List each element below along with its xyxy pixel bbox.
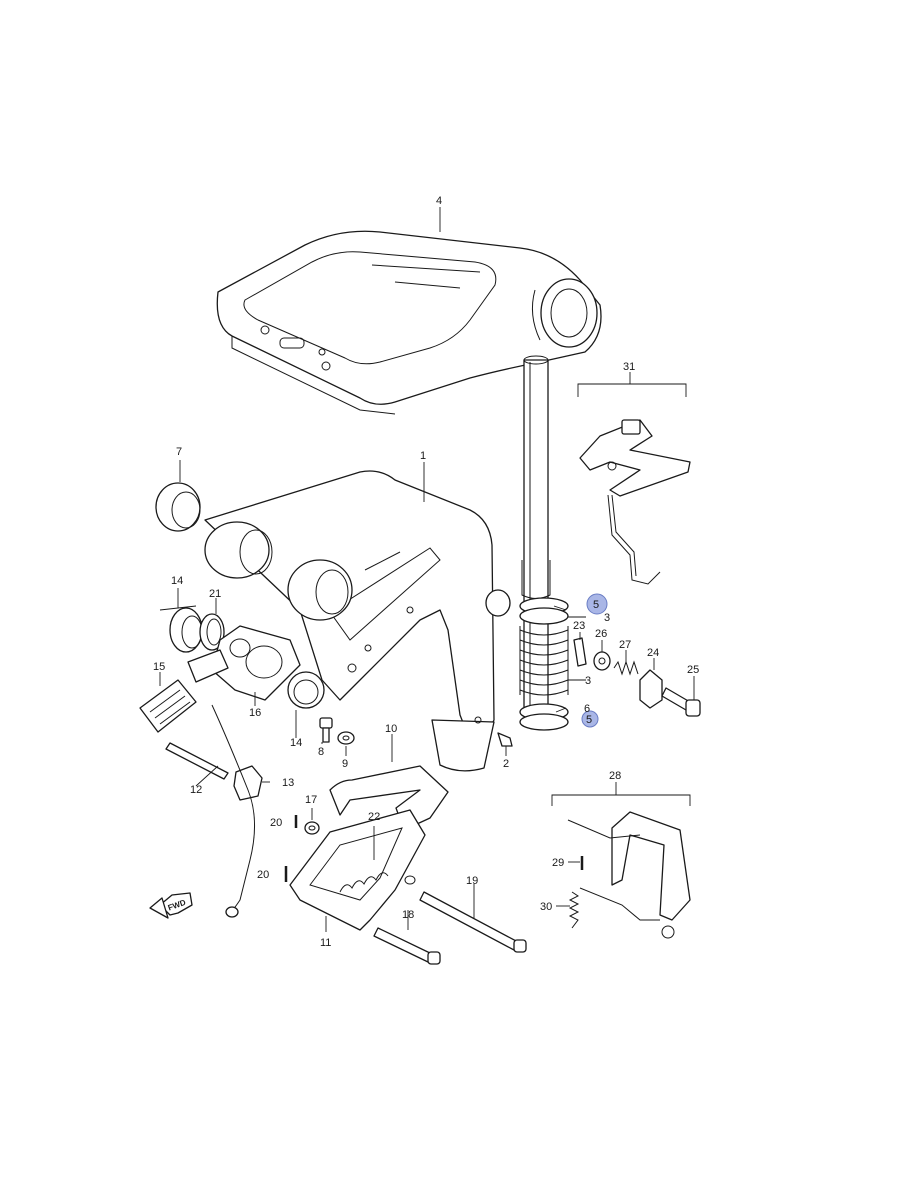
steering-shaft <box>521 355 551 711</box>
label-part-1: 1 <box>420 450 426 462</box>
part-14-bushing-right <box>287 671 325 709</box>
part-2-grease-nipple <box>497 732 513 747</box>
label-part-5-lower: 5 <box>586 714 592 726</box>
part-12-pin <box>165 742 229 780</box>
part-24-knob <box>639 669 663 709</box>
label-part-26: 26 <box>595 628 607 640</box>
label-part-11: 11 <box>320 937 331 949</box>
label-part-15: 15 <box>153 661 165 673</box>
highlight-marker-5-lower <box>581 710 599 728</box>
part-26-washer <box>593 651 611 671</box>
label-part-7: 7 <box>176 446 182 458</box>
label-part-24: 24 <box>647 647 659 659</box>
label-part-4: 4 <box>436 195 442 207</box>
label-part-31: 31 <box>623 361 635 373</box>
label-part-28: 28 <box>609 770 621 782</box>
label-part-14-lower: 14 <box>290 737 302 749</box>
part-14-bushing-left <box>169 607 203 653</box>
part-22-spring <box>339 872 389 893</box>
part-25-bolt <box>661 687 701 717</box>
label-part-20-lower: 20 <box>257 869 269 881</box>
label-part-20-upper: 20 <box>270 817 282 829</box>
part-7-bushing <box>155 482 201 532</box>
label-part-25: 25 <box>687 664 699 676</box>
label-part-22: 22 <box>368 811 380 823</box>
part-31-assembly <box>577 383 691 585</box>
leader-lines <box>159 207 695 932</box>
part-13-clip <box>233 765 263 801</box>
part-30-spring <box>568 891 580 929</box>
label-part-27: 27 <box>619 639 631 651</box>
label-part-12: 12 <box>190 784 202 796</box>
part-18-bolt <box>373 927 441 965</box>
label-part-19: 19 <box>466 875 478 887</box>
part-15-anode <box>139 649 229 733</box>
fwd-arrow: FWD <box>149 892 193 919</box>
label-part-29: 29 <box>552 857 564 869</box>
label-part-6: 6 <box>584 703 590 715</box>
label-part-23: 23 <box>573 620 585 632</box>
part-23-pin <box>573 637 587 667</box>
label-part-14-upper: 14 <box>171 575 183 587</box>
part-20-pins <box>284 815 298 882</box>
label-part-16: 16 <box>249 707 261 719</box>
part-labels: 4 31 7 1 14 21 15 16 14 8 9 10 2 13 12 1… <box>153 195 699 949</box>
label-part-2: 2 <box>503 758 509 770</box>
part-4-steering-bracket <box>216 230 602 415</box>
part-9-washer <box>337 731 355 745</box>
part-21-washer <box>199 613 225 651</box>
label-part-5-upper: 5 <box>593 599 599 611</box>
label-part-3-lower: 3 <box>585 675 591 687</box>
label-part-21: 21 <box>209 588 221 600</box>
label-part-13: 13 <box>282 777 294 789</box>
highlight-marker-5-upper <box>586 593 608 615</box>
part-1-swivel-bracket <box>204 470 511 772</box>
label-part-18: 18 <box>402 909 414 921</box>
tilt-rod-wire <box>211 704 256 918</box>
label-part-9: 9 <box>342 758 348 770</box>
label-part-8: 8 <box>318 746 324 758</box>
label-part-3-upper: 3 <box>604 612 610 624</box>
part-19-bolt <box>419 891 527 953</box>
part-17-washer <box>304 821 320 835</box>
label-part-30: 30 <box>540 901 552 913</box>
part-10-bracket <box>329 765 449 831</box>
shaft-springs-and-washers <box>519 597 569 731</box>
part-8-bolt <box>319 717 333 743</box>
part-28-assembly <box>551 794 691 939</box>
label-part-17: 17 <box>305 794 317 806</box>
label-part-10: 10 <box>385 723 397 735</box>
part-11-frame <box>289 809 426 931</box>
